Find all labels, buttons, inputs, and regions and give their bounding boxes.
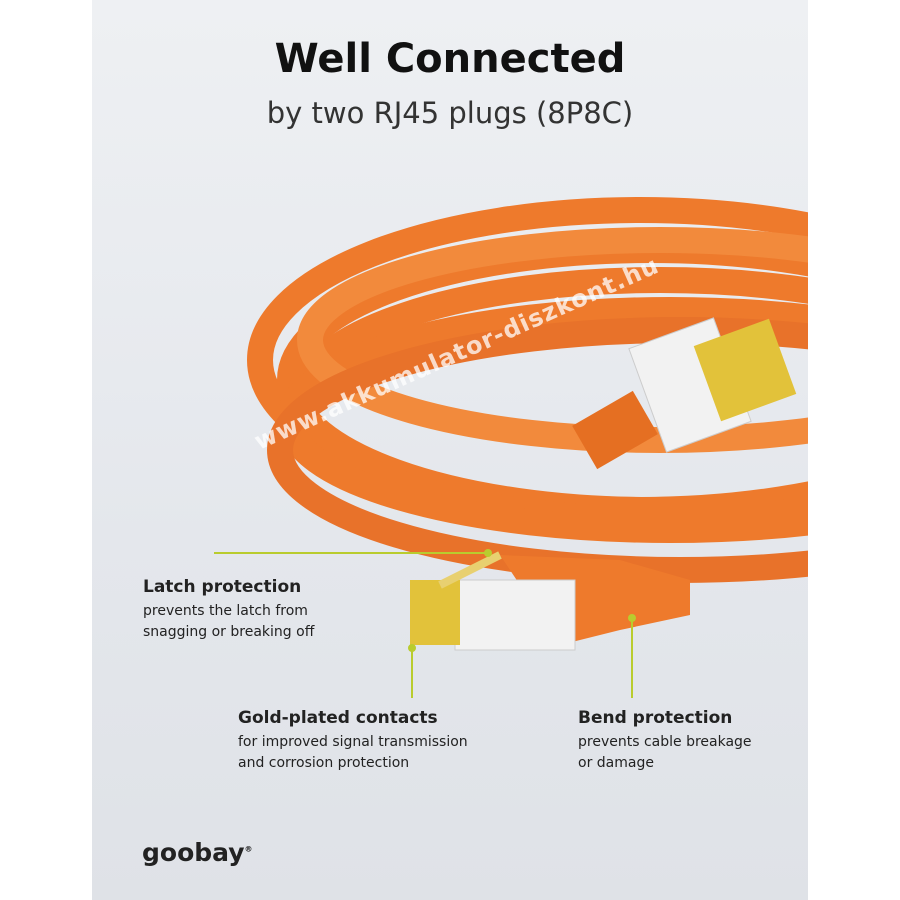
callout-leaders — [214, 549, 636, 698]
callout-heading: Gold-plated contacts — [238, 708, 438, 728]
page-subtitle: by two RJ45 plugs (8P8C) — [266, 96, 634, 130]
callout-line: prevents cable breakage — [578, 734, 752, 750]
callout-heading: Latch protection — [143, 577, 302, 597]
callout-heading: Bend protection — [578, 708, 733, 728]
registered-mark: ® — [244, 844, 253, 854]
rj45-plug-bottom — [410, 551, 690, 651]
goobay-logo: goobay® — [142, 834, 253, 870]
page-title: Well Connected — [274, 36, 626, 82]
callout-line: for improved signal transmission — [238, 734, 468, 750]
callout-line: snagging or breaking off — [143, 624, 315, 640]
logo-text: goobay — [142, 838, 245, 867]
rj45-plug-top — [572, 317, 797, 470]
callout-line: and corrosion protection — [238, 755, 410, 771]
callout-latch-protection: Latch protection prevents the latch from… — [143, 577, 314, 643]
callout-line: or damage — [578, 755, 654, 771]
callout-line: prevents the latch from — [143, 603, 308, 619]
callout-bend-protection: Bend protection prevents cable breakage … — [578, 708, 752, 774]
callout-gold-contacts: Gold-plated contacts for improved signal… — [238, 708, 468, 774]
